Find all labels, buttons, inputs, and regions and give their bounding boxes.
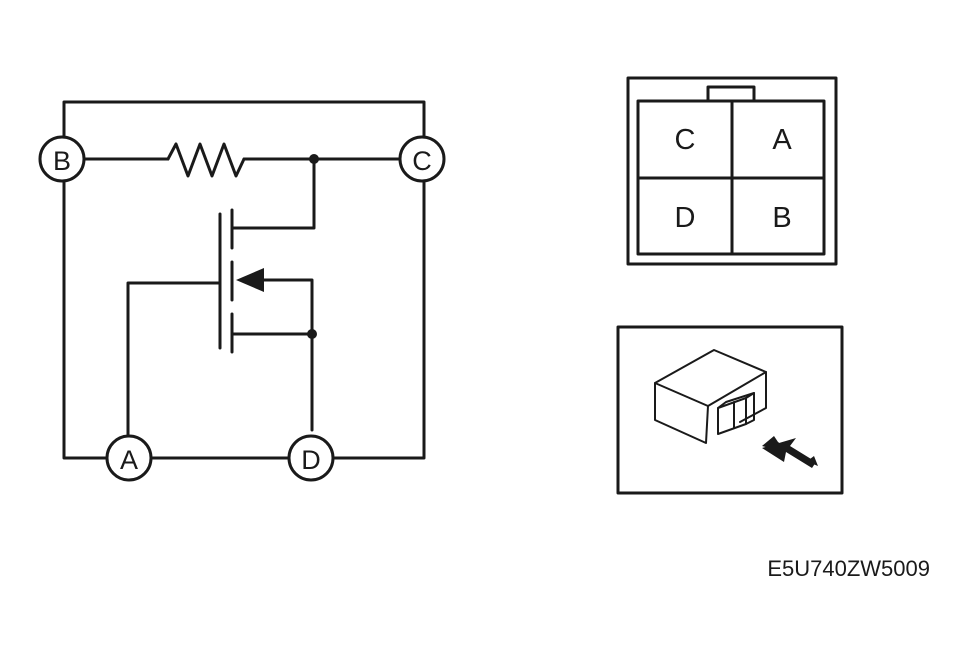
terminal-d-label: D bbox=[301, 445, 321, 475]
terminal-c-label: C bbox=[412, 146, 432, 176]
pin-label-bottom-left: D bbox=[675, 202, 696, 234]
module-illustration bbox=[616, 325, 844, 495]
pin-label-top-right: A bbox=[772, 124, 792, 156]
mosfet-body-arrow bbox=[236, 268, 264, 292]
view-direction-arrow-icon bbox=[762, 436, 818, 466]
mosfet bbox=[126, 157, 317, 438]
connector-outer-housing bbox=[626, 76, 838, 266]
module-illustration-frame bbox=[616, 325, 844, 495]
mosfet-drain-wire bbox=[230, 157, 316, 230]
outer-frame-wire bbox=[62, 100, 426, 142]
figure-code: E5U740ZW5009 bbox=[767, 556, 930, 581]
connector-lock-tab bbox=[706, 85, 756, 103]
connector-module-icon bbox=[654, 349, 767, 444]
terminal-a-label: A bbox=[120, 445, 138, 475]
terminal-b-label: B bbox=[53, 146, 71, 176]
terminal-c: C bbox=[398, 135, 446, 183]
resistor bbox=[166, 142, 246, 178]
circuit-schematic: B C A D bbox=[38, 100, 446, 482]
pin-label-bottom-right: B bbox=[772, 202, 791, 234]
left-vertical-wire bbox=[62, 176, 112, 460]
mosfet-gate-wire bbox=[126, 281, 222, 438]
pin-label-top-left: C bbox=[675, 124, 696, 156]
right-vertical-wire bbox=[328, 176, 426, 460]
terminal-d: D bbox=[287, 434, 335, 482]
terminal-b: B bbox=[38, 135, 86, 183]
view-direction-arrow-head bbox=[762, 438, 816, 468]
terminal-a: A bbox=[105, 434, 153, 482]
mosfet-body-wire bbox=[258, 278, 314, 336]
connector-pin-layout: C A D B bbox=[626, 76, 838, 266]
